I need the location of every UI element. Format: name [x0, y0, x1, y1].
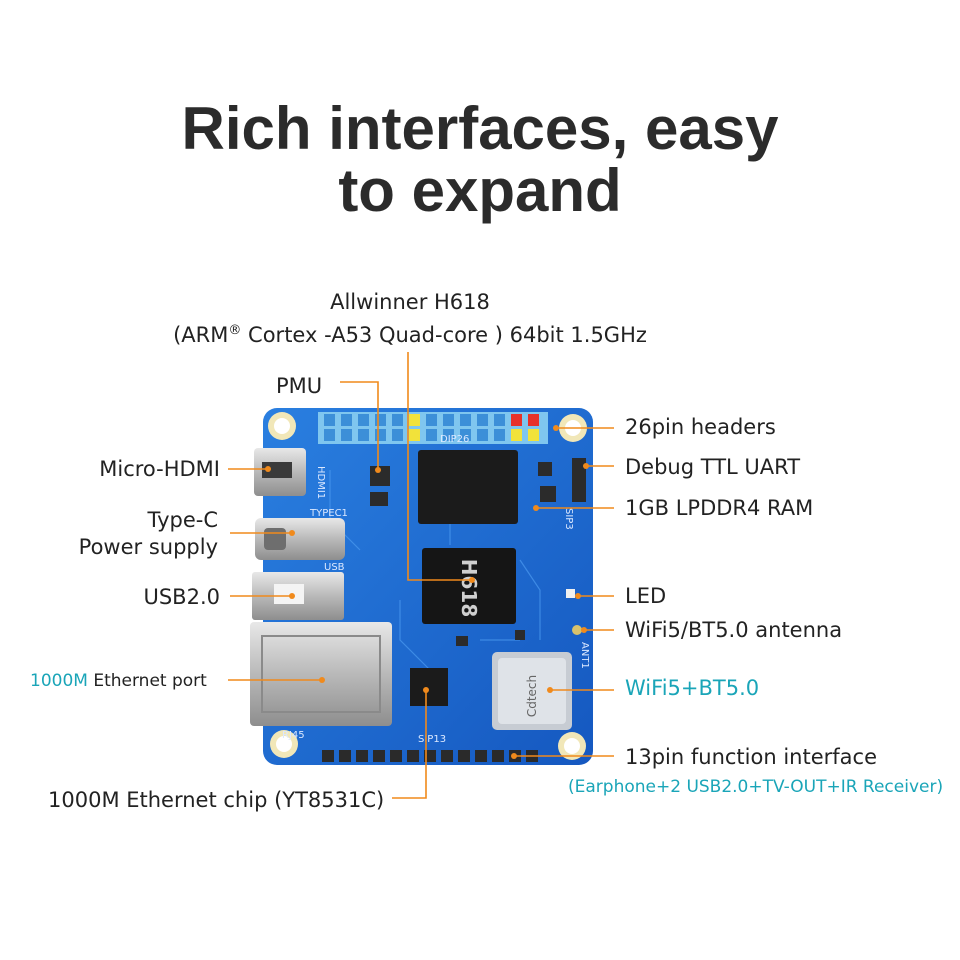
antenna-connector	[572, 625, 582, 635]
pin-header-26	[318, 412, 548, 444]
soc-chip	[422, 548, 516, 624]
soc-label-line-2: (ARM® Cortex -A53 Quad-core ) 64bit 1.5G…	[170, 318, 650, 348]
label-type-c-2: Power supply	[78, 535, 218, 559]
soc-spec: Cortex -A53 Quad-core ) 64bit 1.5GHz	[241, 323, 647, 347]
label-pmu: PMU	[276, 374, 323, 398]
label-antenna: WiFi5/BT5.0 antenna	[625, 618, 843, 642]
silk-sip13: SIP13	[418, 734, 446, 745]
soc-label-line-1: Allwinner H618	[330, 290, 490, 314]
soc-arm: (ARM	[173, 323, 229, 347]
label-ram: 1GB LPDDR4 RAM	[625, 496, 814, 520]
label-26pin: 26pin headers	[625, 415, 776, 439]
ethernet-chip	[410, 668, 448, 706]
headline-line-1: Rich interfaces, easy	[181, 95, 779, 162]
label-led: LED	[625, 584, 667, 608]
label-13pin: 13pin function interface	[625, 745, 877, 769]
silk-rj45: RJ45	[282, 730, 305, 741]
label-ethernet-port: 1000M Ethernet port	[30, 668, 207, 694]
silk-hdmi: HDMI1	[315, 466, 326, 499]
registered-mark: ®	[228, 323, 242, 338]
silk-ant: ANT1	[579, 642, 590, 669]
label-type-c-1: Type-C	[147, 508, 218, 532]
silk-usb: USB	[324, 562, 345, 573]
label-debug-uart: Debug TTL UART	[625, 455, 801, 479]
ethernet-port-speed: 1000M	[30, 671, 88, 691]
leader-lines	[228, 352, 614, 799]
label-wifi: WiFi5+BT5.0	[625, 676, 760, 700]
ethernet-port-text: Ethernet port	[87, 671, 207, 691]
label-micro-hdmi: Micro-HDMI	[99, 457, 220, 481]
silk-typec: TYPEC1	[309, 508, 348, 519]
headline-line-2: to expand	[338, 157, 622, 224]
ram-chip	[418, 450, 518, 524]
silk-sip3: SIP3	[563, 508, 574, 530]
rj45-port	[250, 622, 392, 726]
label-ethernet-chip: 1000M Ethernet chip (YT8531C)	[48, 788, 385, 812]
silk-dip26: DIP26	[440, 434, 469, 445]
label-usb: USB2.0	[143, 585, 220, 609]
pin-header-13	[322, 750, 538, 762]
led-indicator	[566, 589, 575, 598]
soc-chip-marking: H618	[457, 559, 481, 618]
label-13pin-sub: (Earphone+2 USB2.0+TV-OUT+IR Receiver)	[568, 777, 944, 797]
wifi-module-brand: Cdtech	[525, 675, 539, 717]
